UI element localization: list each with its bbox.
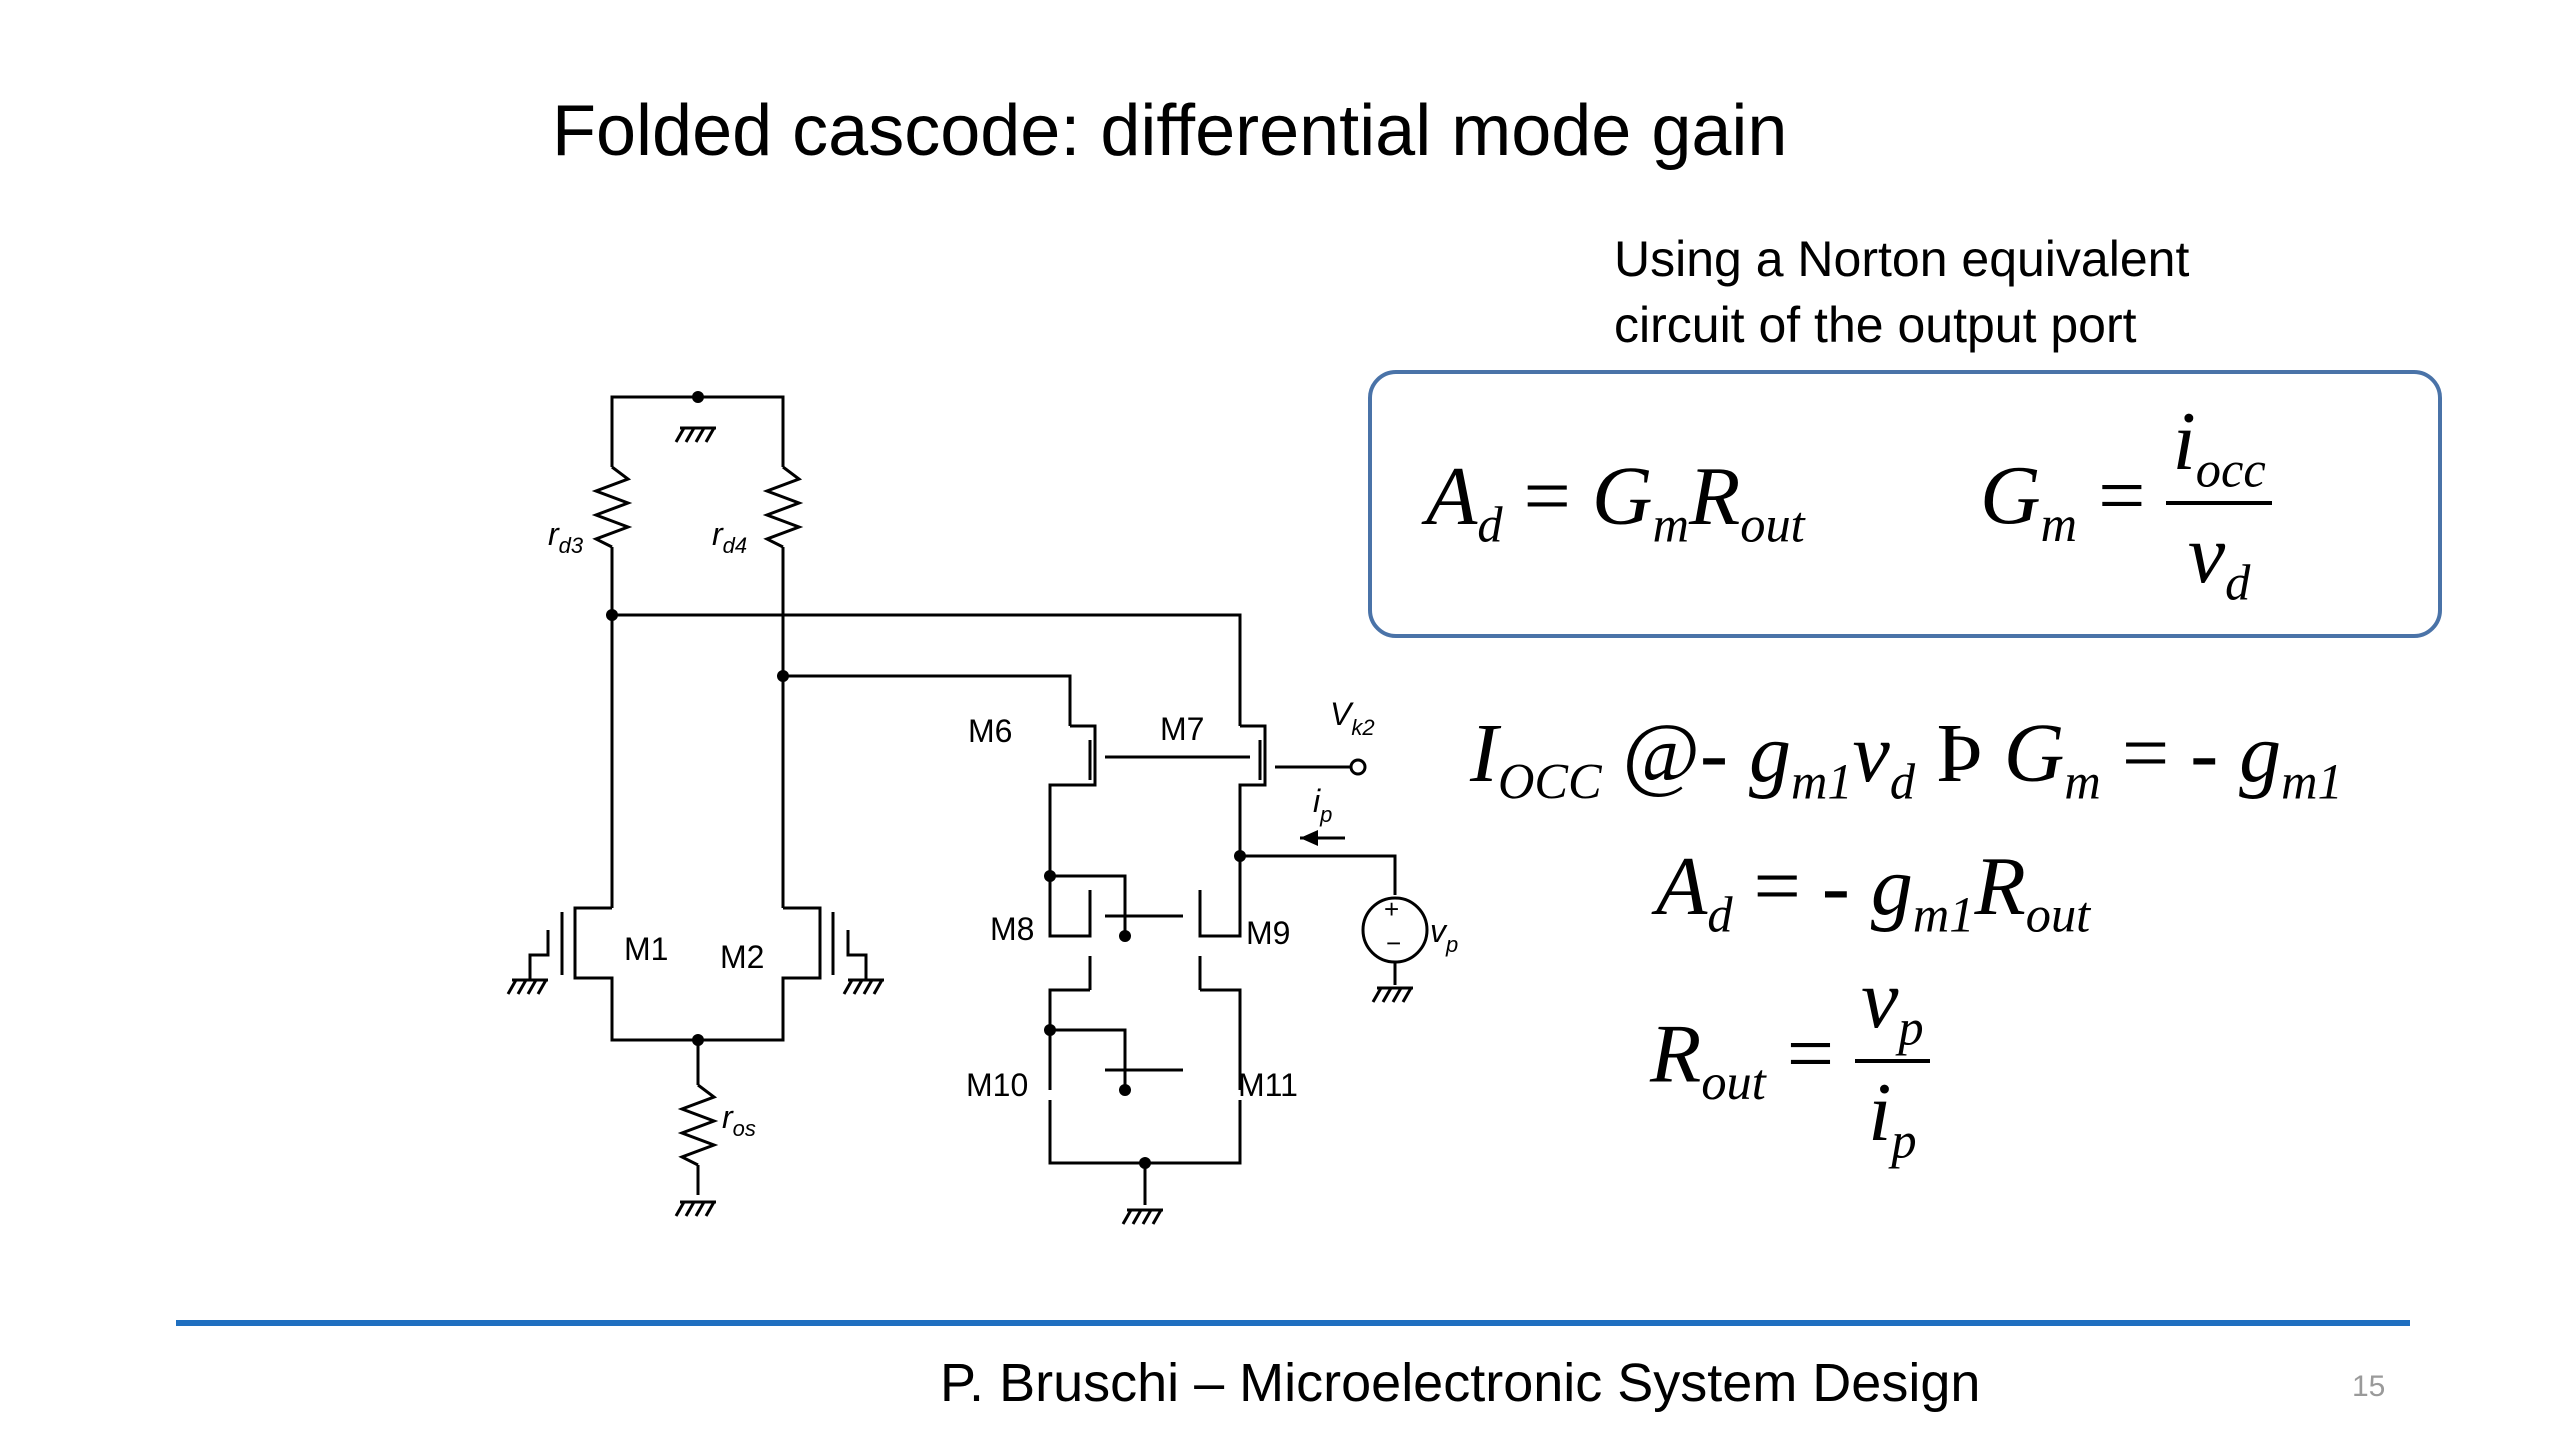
- eq-symbol: v: [1861, 953, 1899, 1046]
- norton-note: Using a Norton equivalent circuit of the…: [1614, 226, 2189, 358]
- eq-symbol: I: [1470, 707, 1498, 800]
- ground-symbols: [506, 426, 1415, 1226]
- schematic-nodes: [606, 391, 1318, 1169]
- fraction-numerator: vp: [1855, 958, 1930, 1064]
- label-rd4: rd4: [712, 516, 747, 558]
- label-m1: M1: [624, 931, 668, 967]
- eq-symbol: R: [1688, 450, 1741, 543]
- norton-equation-box: [1368, 370, 2442, 638]
- resistor-ros: [677, 1083, 719, 1167]
- eq-approx: @-: [1622, 707, 1728, 800]
- eq-minus: -: [2190, 707, 2219, 800]
- eq-symbol: A: [1656, 840, 1708, 933]
- eq-equals: =: [2098, 449, 2146, 543]
- eq-subscript: m: [1652, 496, 1689, 553]
- eq-subscript: OCC: [1497, 753, 1602, 810]
- label-m2: M2: [720, 939, 764, 975]
- label-m7: M7: [1160, 711, 1204, 747]
- fraction-denominator: ip: [1868, 1063, 1917, 1166]
- label-vp: vp: [1430, 913, 1458, 957]
- page-number: 15: [2352, 1370, 2386, 1403]
- eq-iocc-approx: IOCC @- gm1vd Þ Gm = - gm1: [1470, 712, 2343, 807]
- eq-subscript: occ: [2195, 441, 2266, 498]
- eq-subscript: p: [1891, 1112, 1917, 1169]
- eq-subscript: d: [2225, 554, 2251, 611]
- eq-symbol: g: [1870, 840, 1913, 933]
- eq-symbol: G: [2003, 707, 2065, 800]
- label-m10: M10: [966, 1067, 1028, 1103]
- eq-subscript: d: [1889, 753, 1916, 810]
- eq-subscript: d: [1477, 496, 1503, 553]
- fraction-numerator: iocc: [2166, 400, 2272, 506]
- footer-text: P. Bruschi – Microelectronic System Desi…: [940, 1353, 1981, 1413]
- eq-subscript: out: [1740, 496, 1805, 553]
- footer-divider: [176, 1320, 2410, 1326]
- eq-implies: Þ: [1936, 707, 1983, 800]
- label-ip: ip: [1313, 783, 1332, 827]
- label-m11: M11: [1238, 1067, 1298, 1103]
- eq-subscript: m: [2040, 495, 2078, 552]
- eq-subscript: m1: [1790, 753, 1853, 810]
- eq-symbol: v: [1852, 707, 1890, 800]
- schematic-wires: [528, 395, 1429, 1205]
- eq-symbol: v: [2187, 508, 2226, 602]
- eq-minus: -: [1821, 840, 1850, 933]
- eq-symbol: R: [1974, 840, 2026, 933]
- eq-rout-fraction: Rout = vp ip: [1650, 958, 1930, 1166]
- slide-title: Folded cascode: differential mode gain: [552, 91, 1788, 171]
- eq-subscript: out: [1701, 1053, 1766, 1110]
- folded-cascode-schematic: rd3 rd4 ros M1 M2 M6 M7 M8 M9 M10 M11 Vk…: [506, 391, 1458, 1226]
- eq-subscript: out: [2025, 886, 2091, 943]
- label-rd3: rd3: [548, 516, 584, 558]
- eq-symbol: g: [2239, 707, 2282, 800]
- label-m9: M9: [1246, 915, 1290, 951]
- source-plus: +: [1384, 894, 1399, 924]
- eq-equals: =: [1786, 1007, 1835, 1101]
- eq-symbol: g: [1748, 707, 1791, 800]
- eq-fraction: vp ip: [1855, 958, 1930, 1166]
- eq-subscript: p: [1898, 999, 1924, 1056]
- eq-gm-fraction: Gm = iocc vd: [1980, 400, 2272, 608]
- label-m6: M6: [968, 713, 1012, 749]
- eq-symbol: i: [1868, 1066, 1892, 1160]
- fraction-denominator: vd: [2188, 505, 2251, 608]
- eq-equals: =: [1523, 450, 1571, 543]
- label-vk2: Vk2: [1330, 696, 1375, 740]
- eq-symbol: i: [2172, 395, 2196, 488]
- source-minus: −: [1386, 928, 1401, 958]
- eq-subscript: m: [2064, 753, 2101, 810]
- eq-subscript: d: [1707, 886, 1733, 943]
- eq-symbol: G: [1591, 450, 1653, 543]
- label-ros: ros: [722, 1099, 756, 1141]
- resistor-rd4: [762, 465, 804, 549]
- resistor-rd3: [591, 465, 633, 549]
- eq-equals: =: [2121, 707, 2170, 800]
- eq-symbol: A: [1426, 450, 1478, 543]
- eq-symbol: G: [1980, 449, 2041, 543]
- eq-subscript: m1: [2281, 753, 2343, 810]
- label-m8: M8: [990, 911, 1034, 947]
- norton-note-line1: Using a Norton equivalent: [1614, 231, 2190, 287]
- eq-subscript: m1: [1912, 886, 1975, 943]
- eq-ad-gm-rout: Ad = GmRout: [1426, 455, 1805, 550]
- eq-symbol: R: [1650, 1007, 1702, 1101]
- eq-ad-gm1-rout: Ad = - gm1Rout: [1656, 845, 2090, 940]
- eq-fraction: iocc vd: [2166, 400, 2272, 608]
- norton-note-line2: circuit of the output port: [1614, 297, 2137, 353]
- eq-equals: =: [1753, 840, 1801, 933]
